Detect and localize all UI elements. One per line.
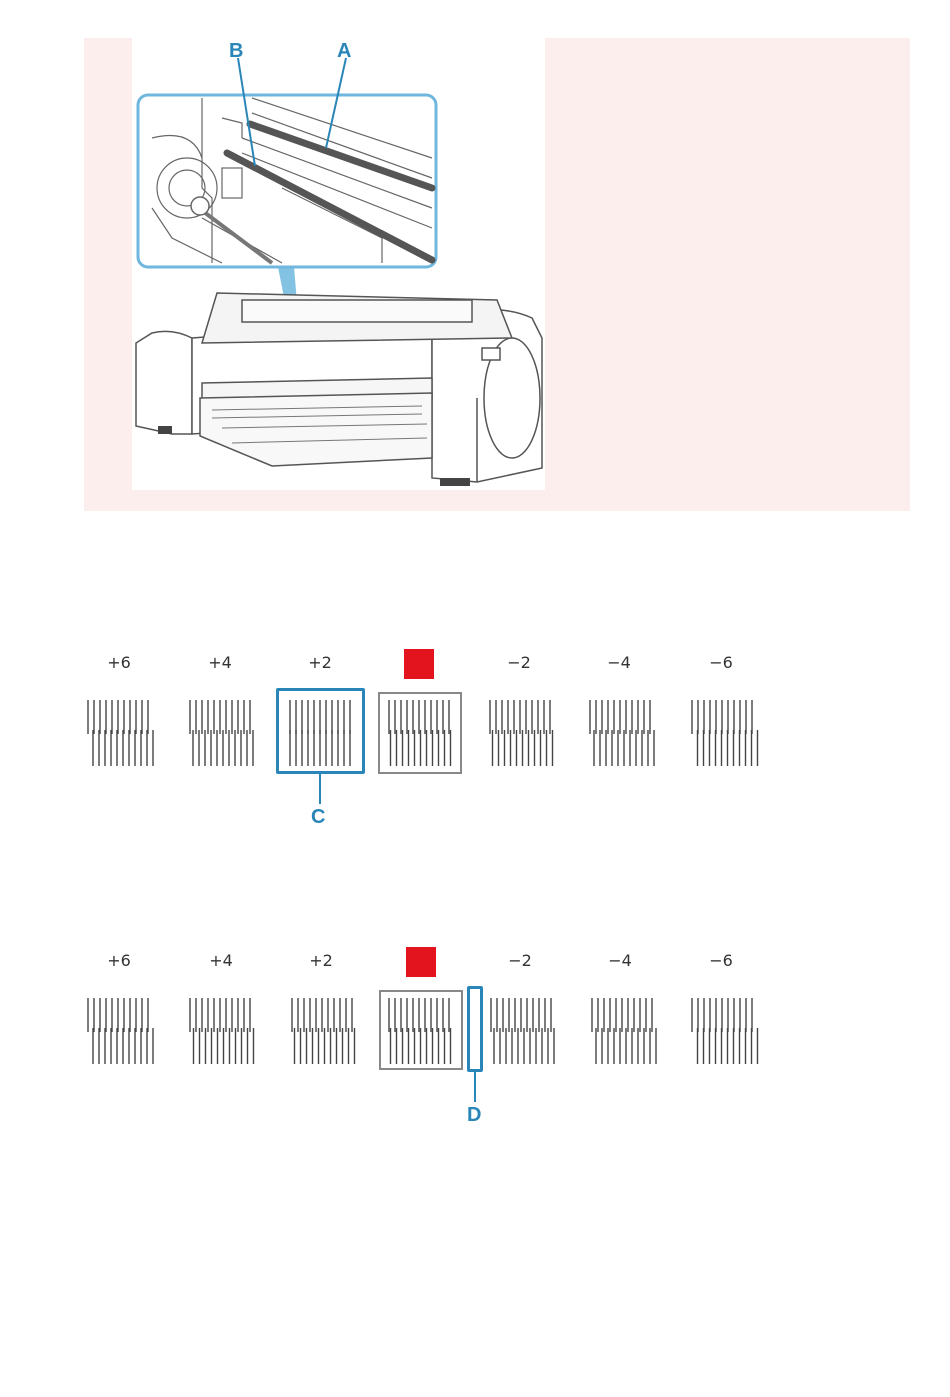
line-pattern-plus6 [84,698,156,768]
printer-illustration [132,38,545,490]
line-pattern-plus4 [186,698,258,768]
tick-label: −4 [607,653,631,672]
reference-marker [406,947,436,977]
gap-highlight [467,986,483,1072]
adjustment-pattern-row-1: +6 +4 +2 −2 −4 −6 C [0,648,950,838]
line-pattern-plus2 [288,996,360,1066]
callout-label-b: B [229,40,243,63]
callout-leader-c [319,774,321,804]
callout-label-d: D [467,1104,481,1127]
line-pattern-minus2 [487,996,559,1066]
line-pattern-minus4 [588,996,660,1066]
adjustment-pattern-row-2: +6 +4 +2 −2 −4 −6 D [0,946,950,1136]
tick-label: −6 [709,951,733,970]
tick-label: −6 [709,653,733,672]
selected-pattern-highlight [276,688,365,774]
reference-marker [404,649,434,679]
line-pattern-plus6 [84,996,156,1066]
line-pattern-plus4 [186,996,258,1066]
line-pattern-minus6 [688,996,760,1066]
line-pattern-minus2 [486,698,558,768]
tick-label: −2 [507,653,531,672]
callout-label-a: A [337,40,351,63]
tick-label: −4 [608,951,632,970]
tick-label: +6 [107,653,131,672]
tick-label: +2 [309,951,333,970]
current-setting-frame [378,692,462,774]
line-pattern-minus6 [688,698,760,768]
tick-label: +6 [107,951,131,970]
tick-label: +4 [208,653,232,672]
tick-label: +4 [209,951,233,970]
callout-leader-d [474,1072,476,1102]
tick-label: +2 [308,653,332,672]
line-pattern-minus4 [586,698,658,768]
current-setting-frame [379,990,463,1070]
tick-label: −2 [508,951,532,970]
callout-label-c: C [311,806,325,829]
